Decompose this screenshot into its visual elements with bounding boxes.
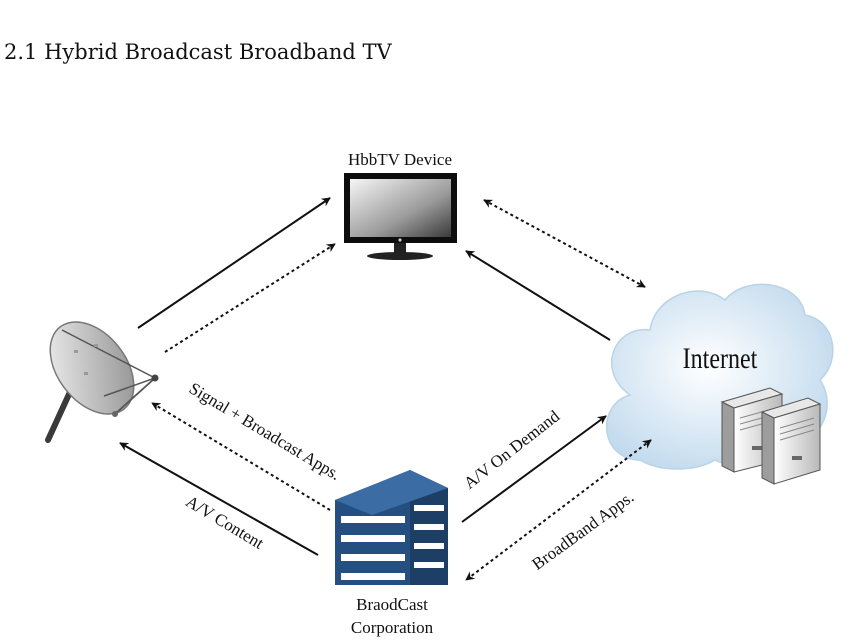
label-av-on-demand: A/V On Demand [460,406,563,493]
arrow-internet-building-dotted [465,439,652,581]
arrow-dish-to-tv-solid [137,197,331,329]
broadcaster-label-line2: Corporation [351,618,434,637]
server-icon [720,387,822,485]
label-signal-broadcast-apps: Signal + Broadcast Apps. [186,379,344,484]
office-building-icon [335,470,448,585]
arrow-tv-internet-dotted [483,199,646,288]
label-broadband-apps: BroadBand Apps. [528,487,637,573]
label-av-content: A/V Content [183,492,268,553]
device-label: HbbTV Device [348,150,452,169]
satellite-dish-icon [45,321,159,443]
broadcaster-label-line1: BraodCast [356,595,428,614]
tv-monitor-icon [344,173,457,260]
internet-label: Internet [683,341,758,374]
section-heading: 2.1 Hybrid Broadcast Broadband TV [4,40,392,64]
arrow-dish-to-tv-dotted [164,243,336,353]
arrow-building-to-dish-solid [119,442,319,556]
arrow-internet-to-tv-solid [465,250,611,341]
arrow-building-to-dish-dotted [151,402,331,511]
